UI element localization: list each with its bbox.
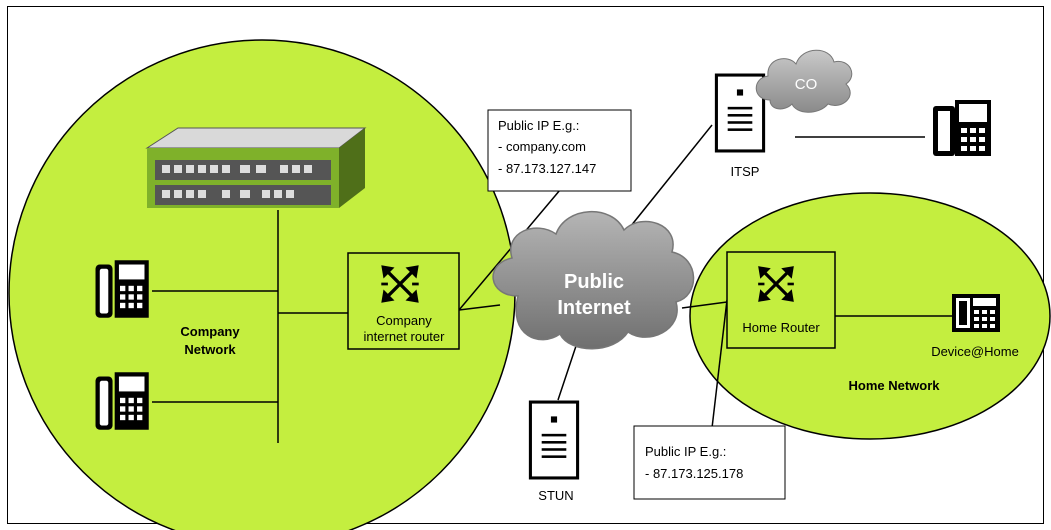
public-internet-cloud: Public Internet: [492, 210, 695, 350]
desk-phone-icon-2: [95, 372, 149, 430]
home-router-box: [726, 251, 836, 349]
itsp-phone-icon: [933, 100, 991, 156]
company-router-label-2: internet router: [364, 329, 446, 344]
home-device-icon: [952, 294, 1000, 332]
home-ip-pointer: [711, 299, 728, 429]
desk-phone-icon-1: [95, 260, 149, 318]
company-ip-pointer: [458, 189, 561, 311]
home-network-label: Home Network: [848, 378, 940, 393]
company-ip-note-line3: - 87.173.127.147: [498, 161, 596, 176]
company-ip-note: [487, 109, 632, 192]
home-device-label: Device@Home: [931, 344, 1019, 359]
home-router-label: Home Router: [742, 320, 820, 335]
pbx-hardware: [145, 127, 367, 208]
company-router-box: [347, 252, 460, 350]
co-label: CO: [795, 76, 818, 93]
home-ip-note: [633, 425, 786, 500]
company-ip-note-line1: Public IP E.g.:: [498, 118, 579, 133]
stun-server-icon: [528, 400, 580, 480]
internet-label-2: Internet: [557, 297, 631, 319]
company-ip-note-line2: - company.com: [498, 139, 586, 154]
home-ip-note-line1: Public IP E.g.:: [645, 444, 726, 459]
outer-frame: [7, 6, 1044, 524]
company-network-label-1: Company: [180, 324, 240, 339]
stun-label: STUN: [538, 488, 573, 503]
co-cloud: CO: [755, 49, 853, 113]
company-router-label-1: Company: [376, 313, 432, 328]
router-internet-link: [458, 304, 501, 311]
internet-label-1: Public: [564, 271, 624, 293]
stun-link: [557, 339, 579, 401]
internet-home-link: [681, 301, 728, 309]
itsp-label: ITSP: [731, 164, 760, 179]
company-network-label-2: Network: [184, 342, 236, 357]
home-ip-note-line2: - 87.173.125.178: [645, 466, 743, 481]
